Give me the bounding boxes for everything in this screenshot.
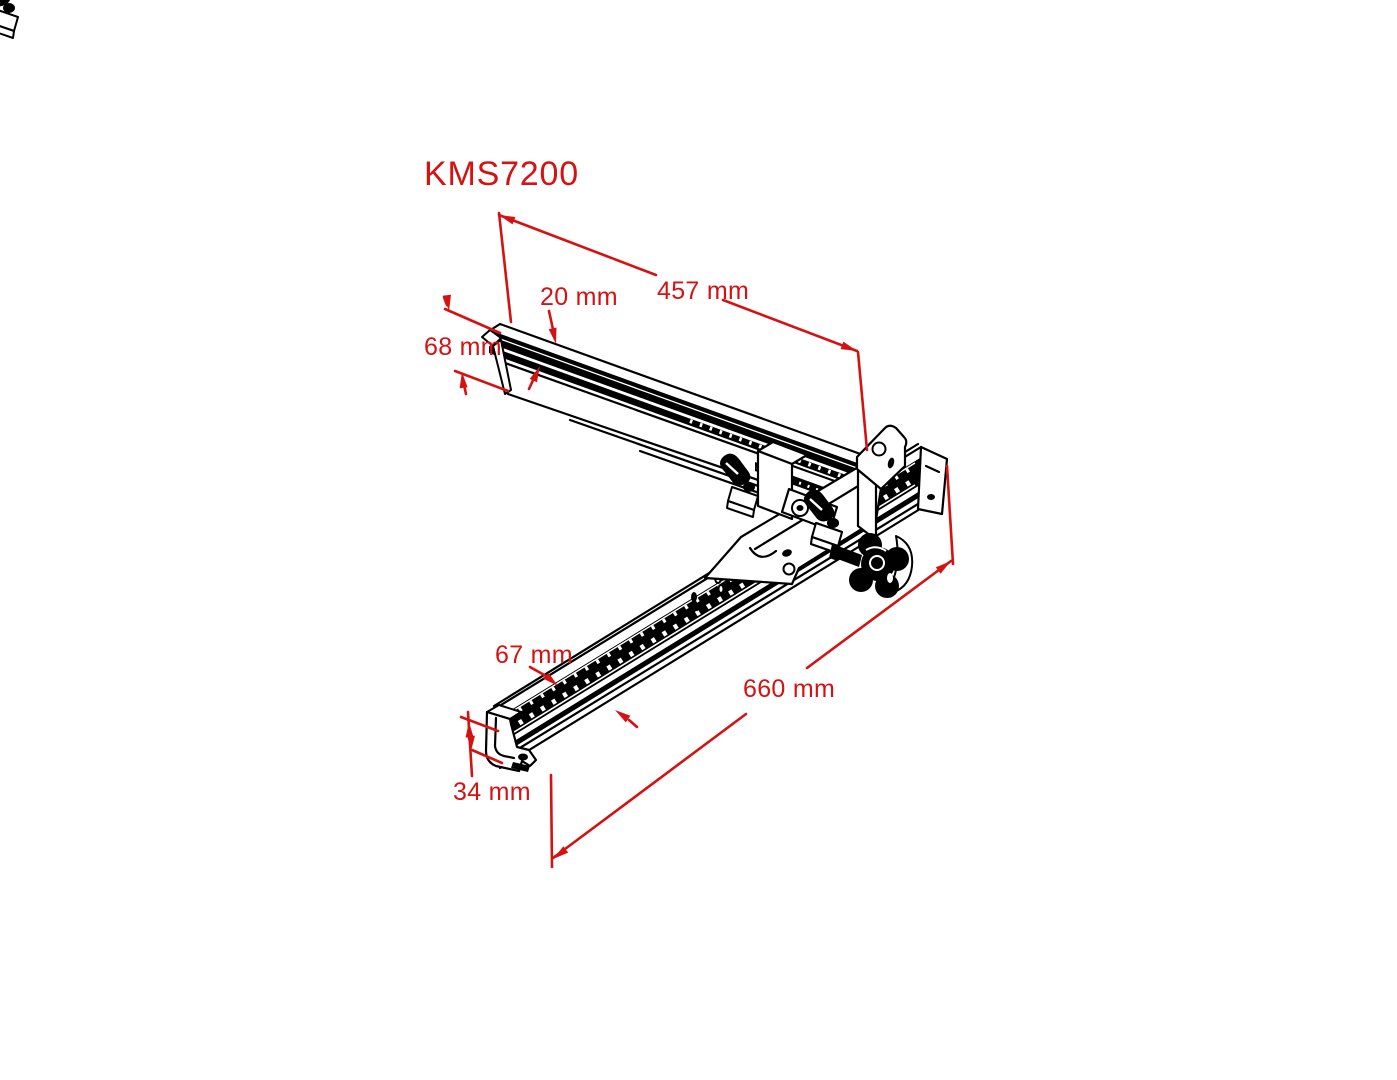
dimension-label-457mm: 457 mm — [657, 277, 749, 305]
dimension-34: 34 mm — [453, 710, 531, 806]
dimension-label-68mm: 68 mm — [424, 333, 502, 361]
dimension-67: 67 mm — [495, 641, 639, 729]
dimension-20: 20 mm — [527, 283, 618, 391]
product-code-label: KMS7200 — [424, 155, 579, 193]
dimension-label-34mm: 34 mm — [453, 778, 531, 806]
dimension-68: 68 mm — [424, 294, 510, 396]
dimension-label-67mm: 67 mm — [495, 641, 573, 669]
dimension-label-20mm: 20 mm — [540, 283, 618, 311]
stop-assembly-drawing — [0, 0, 914, 598]
dimension-label-660mm: 660 mm — [743, 675, 835, 703]
dimension-457: 457 mm — [497, 211, 869, 452]
dimension-annotations: 457 mm 20 mm 68 mm 67 mm — [424, 155, 955, 869]
dimension-660: 660 mm — [549, 464, 955, 869]
